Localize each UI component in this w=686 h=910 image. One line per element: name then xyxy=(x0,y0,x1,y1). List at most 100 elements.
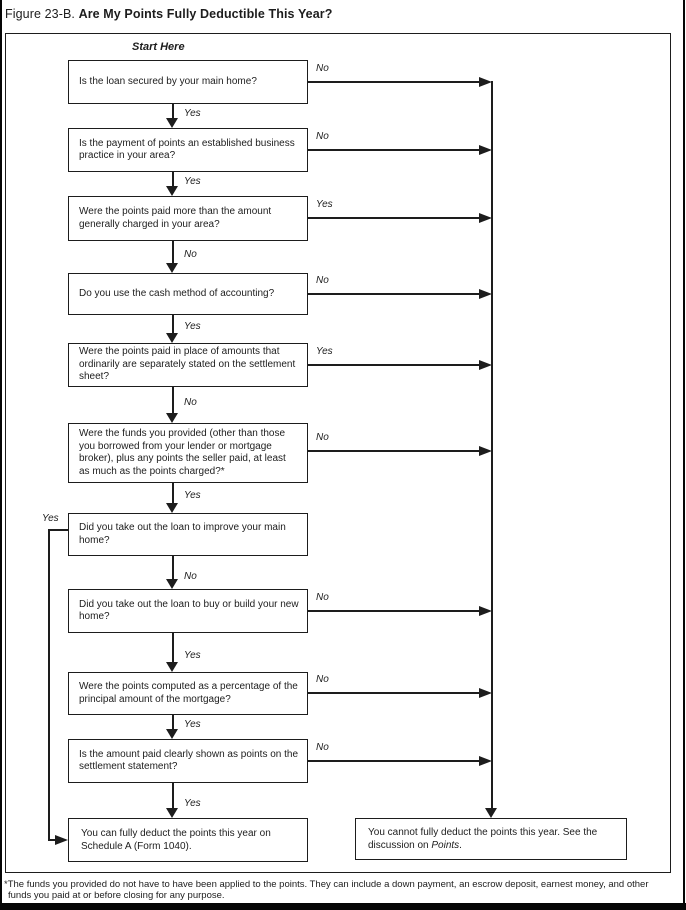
branch-label-1: No xyxy=(316,63,329,74)
branch-line-5 xyxy=(308,364,480,366)
arrowhead-down-5 xyxy=(166,413,178,423)
flow-line-down-5 xyxy=(172,387,174,415)
down-label-10: Yes xyxy=(184,798,201,809)
branch-line-4 xyxy=(308,293,480,295)
flowchart-frame xyxy=(5,33,671,873)
arrowhead-right-2 xyxy=(479,145,492,155)
branch-line-10 xyxy=(308,760,480,762)
arrowhead-right-8 xyxy=(479,606,492,616)
down-label-4: Yes xyxy=(184,321,201,332)
branch-label-5: Yes xyxy=(316,346,333,357)
question-text: Were the points paid in place of amounts… xyxy=(79,346,296,383)
figure-heading: Are My Points Fully Deductible This Year… xyxy=(78,7,333,21)
down-label-5: No xyxy=(184,397,197,408)
down-label-1: Yes xyxy=(184,108,201,119)
arrowhead-right-6 xyxy=(479,446,492,456)
down-label-2: Yes xyxy=(184,176,201,187)
arrowhead-down-3 xyxy=(166,263,178,273)
flow-line-down-10 xyxy=(172,783,174,810)
result-text: You cannot fully deduct the points this … xyxy=(368,826,616,852)
down-label-7: No xyxy=(184,571,197,582)
question-box-3: Were the points paid more than the amoun… xyxy=(68,196,308,241)
branch-label-4: No xyxy=(316,275,329,286)
page-right-rule xyxy=(683,0,685,910)
arrowhead-down-6 xyxy=(166,503,178,513)
left-branch-line-bottom xyxy=(48,839,57,841)
figure-title: Figure 23-B. Are My Points Fully Deducti… xyxy=(5,7,333,21)
down-label-3: No xyxy=(184,249,197,260)
down-label-6: Yes xyxy=(184,490,201,501)
footnote-line-1: *The funds you provided do not have to h… xyxy=(4,879,649,890)
branch-line-6 xyxy=(308,450,480,452)
flow-line-down-3 xyxy=(172,241,174,265)
question-text: Is the loan secured by your main home? xyxy=(79,75,257,87)
result-box-not-deductible: You cannot fully deduct the points this … xyxy=(355,818,627,860)
arrowhead-right-4 xyxy=(479,289,492,299)
branch-label-10: No xyxy=(316,742,329,753)
start-here-label: Start Here xyxy=(132,41,185,53)
arrowhead-right-9 xyxy=(479,688,492,698)
question-text: Is the payment of points an established … xyxy=(79,137,295,162)
branch-line-3 xyxy=(308,217,480,219)
flow-line-down-2 xyxy=(172,172,174,188)
left-branch-line-top xyxy=(48,529,68,531)
branch-label-3: Yes xyxy=(316,199,333,210)
result-points-term: Points xyxy=(431,840,460,851)
branch-label-8: No xyxy=(316,592,329,603)
flow-line-down-4 xyxy=(172,315,174,335)
arrowhead-down-7 xyxy=(166,579,178,589)
result-text: You can fully deduct the points this yea… xyxy=(81,828,271,852)
arrowhead-right-1 xyxy=(479,77,492,87)
branch-label-9: No xyxy=(316,674,329,685)
page-left-rule xyxy=(0,0,2,910)
question-box-8: Did you take out the loan to buy or buil… xyxy=(68,589,308,633)
arrowhead-down-1 xyxy=(166,118,178,128)
flow-line-down-6 xyxy=(172,483,174,505)
footnote: *The funds you provided do not have to h… xyxy=(4,879,682,901)
branch-label-6: No xyxy=(316,432,329,443)
figure-label: Figure 23-B. xyxy=(5,7,75,21)
question-box-6: Were the funds you provided (other than … xyxy=(68,423,308,483)
question-box-5: Were the points paid in place of amounts… xyxy=(68,343,308,387)
down-label-9: Yes xyxy=(184,719,201,730)
arrowhead-right-10 xyxy=(479,756,492,766)
result-text-after: . xyxy=(459,840,462,851)
flow-line-down-1 xyxy=(172,104,174,120)
arrowhead-down-collector xyxy=(485,808,497,818)
arrowhead-right-left-branch xyxy=(55,835,68,845)
arrowhead-down-8 xyxy=(166,662,178,672)
result-box-deductible: You can fully deduct the points this yea… xyxy=(68,818,308,862)
arrowhead-down-9 xyxy=(166,729,178,739)
flow-line-down-8 xyxy=(172,633,174,664)
down-label-8: Yes xyxy=(184,650,201,661)
branch-line-8 xyxy=(308,610,480,612)
question-text: Were the points computed as a percentage… xyxy=(79,681,298,705)
arrowhead-down-2 xyxy=(166,186,178,196)
question-text: Were the funds you provided (other than … xyxy=(79,428,286,477)
result-text-before: You cannot fully deduct the points this … xyxy=(368,827,598,851)
question-text: Were the points paid more than the amoun… xyxy=(79,206,272,230)
question-text: Did you take out the loan to improve you… xyxy=(79,522,286,546)
question-box-9: Were the points computed as a percentage… xyxy=(68,672,308,715)
arrowhead-right-3 xyxy=(479,213,492,223)
flow-line-down-7 xyxy=(172,556,174,581)
question-text: Did you take out the loan to buy or buil… xyxy=(79,598,299,623)
arrowhead-down-10 xyxy=(166,808,178,818)
question-box-10: Is the amount paid clearly shown as poin… xyxy=(68,739,308,783)
branch-line-9 xyxy=(308,692,480,694)
arrowhead-right-5 xyxy=(479,360,492,370)
question-text: Is the amount paid clearly shown as poin… xyxy=(79,748,299,773)
branch-label-2: No xyxy=(316,131,329,142)
question-box-7: Did you take out the loan to improve you… xyxy=(68,513,308,556)
question-text: Do you use the cash method of accounting… xyxy=(79,287,275,299)
left-branch-line-vertical xyxy=(48,529,50,840)
question-box-1: Is the loan secured by your main home? xyxy=(68,60,308,104)
arrowhead-down-4 xyxy=(166,333,178,343)
footnote-line-2: funds you paid at or before closing for … xyxy=(8,889,225,901)
page-bottom-bar xyxy=(0,903,686,910)
flow-line-down-9 xyxy=(172,715,174,731)
question-box-2: Is the payment of points an established … xyxy=(68,128,308,172)
question-box-4: Do you use the cash method of accounting… xyxy=(68,273,308,315)
branch-label-7: Yes xyxy=(42,513,59,524)
